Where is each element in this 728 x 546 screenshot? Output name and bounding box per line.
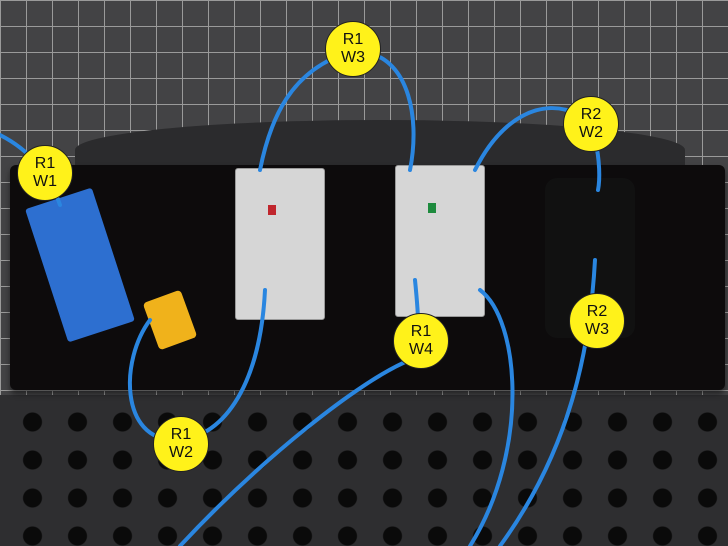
wire-label-r1-w1: R1 W1 bbox=[17, 145, 73, 201]
label-line2: W4 bbox=[409, 341, 433, 358]
wire-label-r1-w2: R1 W2 bbox=[153, 416, 209, 472]
green-indicator bbox=[428, 203, 436, 213]
label-line2: W3 bbox=[341, 49, 365, 66]
label-line2: W3 bbox=[585, 321, 609, 338]
label-line1: R1 bbox=[170, 426, 192, 443]
wire-label-r1-w4: R1 W4 bbox=[393, 313, 449, 369]
label-line1: R2 bbox=[586, 303, 608, 320]
wire-label-r2-w3: R2 W3 bbox=[569, 293, 625, 349]
wire-label-r1-w3: R1 W3 bbox=[325, 21, 381, 77]
label-line1: R2 bbox=[580, 106, 602, 123]
red-indicator bbox=[268, 205, 276, 215]
contact-block-1 bbox=[235, 168, 325, 320]
label-line2: W1 bbox=[33, 173, 57, 190]
label-line1: R1 bbox=[34, 155, 56, 172]
label-line2: W2 bbox=[169, 444, 193, 461]
label-line1: R1 bbox=[342, 31, 364, 48]
label-line2: W2 bbox=[579, 124, 603, 141]
wire-label-r2-w2: R2 W2 bbox=[563, 96, 619, 152]
contact-block-2 bbox=[395, 165, 485, 317]
perforated-tray bbox=[0, 395, 728, 546]
label-line1: R1 bbox=[410, 323, 432, 340]
